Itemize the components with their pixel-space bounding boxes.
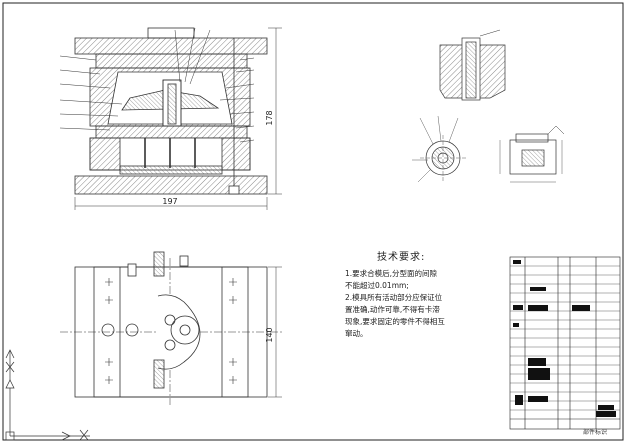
technical-requirements-title: 技术要求: [377, 252, 426, 263]
mold-plan-view [60, 251, 282, 405]
requirement-line: 2.模具所有活动部分应保证位 [345, 293, 443, 302]
mold-section-view [59, 27, 282, 210]
bill-of-materials [509, 256, 621, 430]
width-dimension: 197 [162, 197, 177, 206]
height-dimension: 178 [265, 110, 274, 125]
ucs-axis-icon [5, 349, 90, 441]
requirement-line: 不能超过0.01mm; [345, 281, 409, 290]
plan-height-dimension: 140 [265, 327, 274, 342]
requirement-line: 现象,要求固定的零件不得相互 [345, 317, 445, 326]
requirement-line: 置准确,动作可靠,不得有卡滞 [345, 305, 440, 314]
requirement-line: 1.要求合模后,分型面的间隙 [345, 269, 438, 278]
detail-section-view [439, 29, 506, 101]
detail-cross-section [412, 115, 466, 183]
title-block-label: 部件标识 [583, 429, 608, 436]
technical-requirements: 技术要求: 1.要求合模后,分型面的间隙 不能超过0.01mm; 2.模具所有活… [345, 248, 505, 340]
requirement-line: 窜动。 [345, 329, 368, 338]
detail-part-view [499, 125, 565, 183]
